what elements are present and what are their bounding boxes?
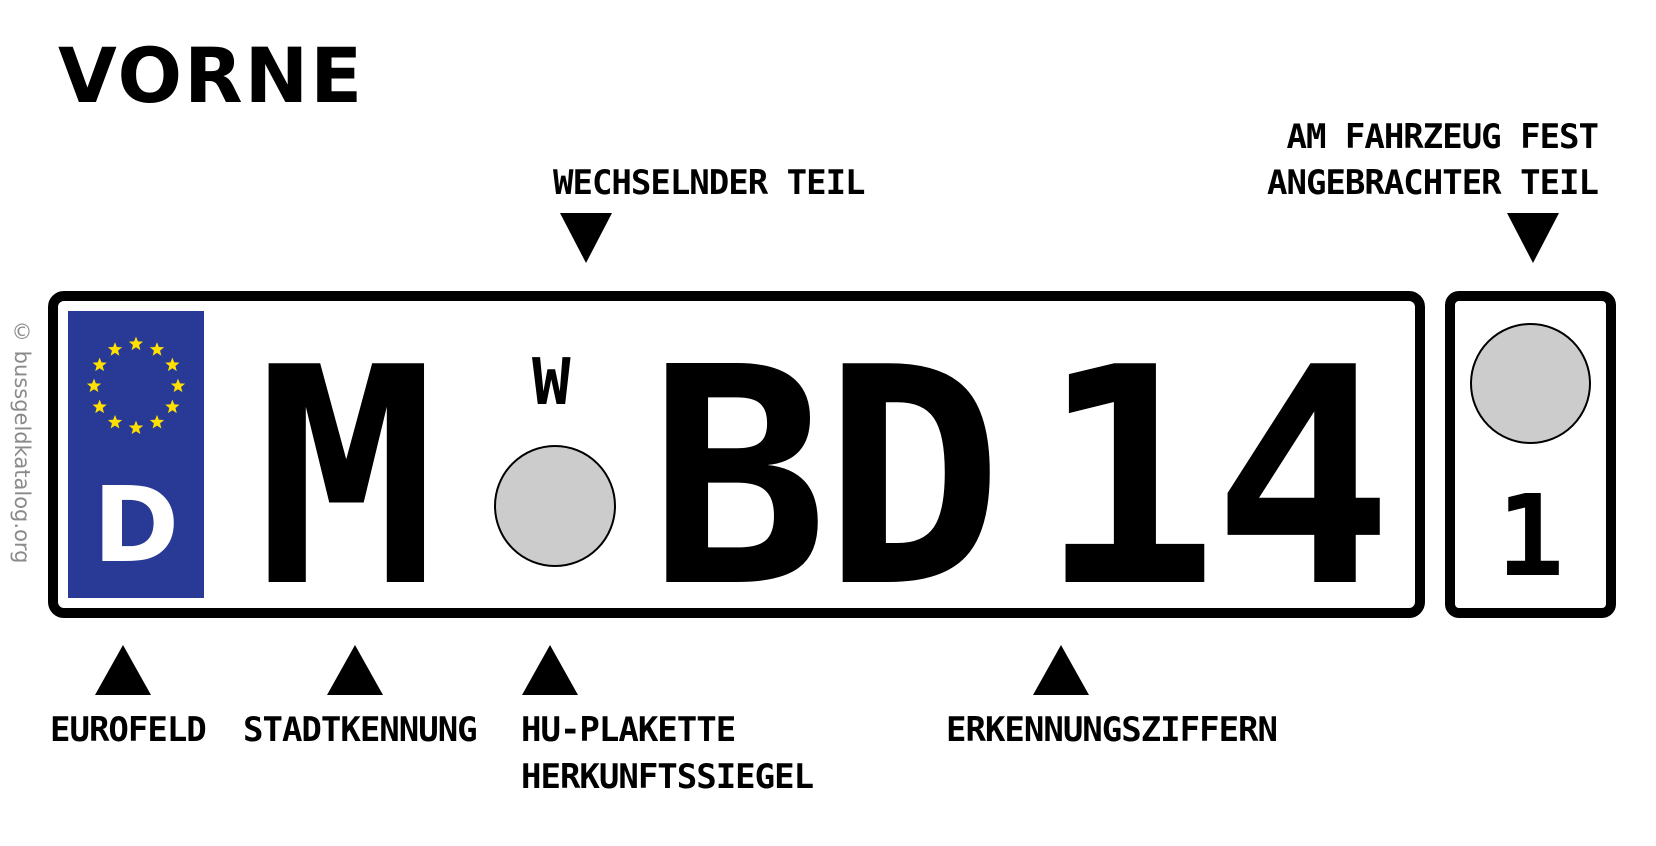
eu-star-icon (128, 336, 144, 351)
eu-stars-icon (86, 336, 186, 435)
eu-star-icon (165, 399, 180, 414)
eu-star-icon (107, 414, 123, 429)
plate-digits: 14 (1038, 304, 1393, 653)
label-herkunftssiegel: HERKUNFTSSIEGEL (521, 757, 814, 797)
seal-state-letter: W (532, 346, 571, 420)
hu-plakette-seal (494, 445, 616, 567)
small-plate-seal (1470, 323, 1591, 444)
eu-star-icon (92, 399, 107, 414)
small-plate-digit: 1 (1496, 472, 1565, 602)
euro-field: D (68, 311, 204, 598)
label-stadtkennung: STADTKENNUNG (243, 710, 478, 750)
arrow-up-stadtkennung (327, 645, 383, 695)
arrow-up-erkennungsziffern (1033, 645, 1089, 695)
label-eurofeld: EUROFELD (50, 710, 207, 750)
eu-star-icon (107, 342, 123, 356)
city-code: M (256, 304, 437, 653)
watermark: © bussgeldkatalog.org (10, 320, 34, 564)
label-erkennungsziffern: ERKENNUNGSZIFFERN (946, 710, 1278, 750)
plate-letters: BD (648, 304, 1003, 653)
arrow-up-hu-plakette (522, 645, 578, 695)
eu-star-icon (149, 342, 165, 356)
eu-star-icon (86, 378, 102, 393)
eu-star-icon (149, 414, 165, 429)
label-fester-teil-line2: ANGEBRACHTER TEIL (1267, 163, 1599, 203)
eu-star-icon (128, 420, 144, 435)
eu-star-icon (92, 357, 107, 372)
arrow-down-fester-teil (1507, 213, 1559, 263)
eu-star-icon (170, 378, 186, 393)
country-code: D (92, 464, 180, 586)
arrow-down-wechselnder-teil (560, 213, 612, 263)
arrow-up-eurofeld (95, 645, 151, 695)
label-wechselnder-teil: WECHSELNDER TEIL (553, 163, 866, 203)
page-title: VORNE (58, 31, 365, 120)
label-fester-teil-line1: AM FAHRZEUG FEST (1286, 117, 1599, 157)
small-plate: 1 (1445, 291, 1616, 618)
license-plate: D M W BD 14 (48, 291, 1425, 629)
label-hu-plakette: HU-PLAKETTE (521, 710, 736, 750)
eu-star-icon (165, 357, 180, 372)
